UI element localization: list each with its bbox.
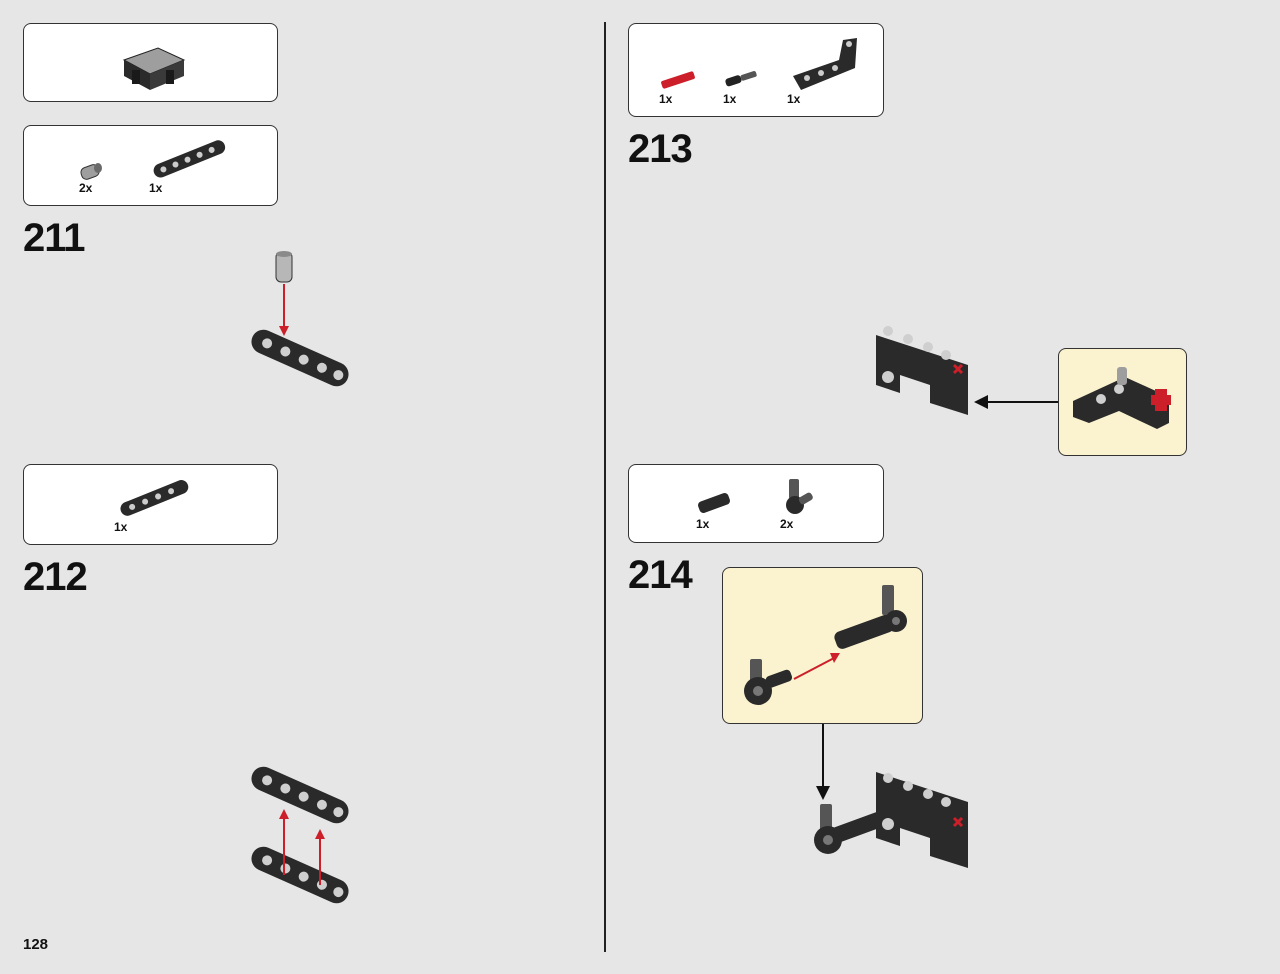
step-211-assembly (251, 251, 349, 387)
step-212-assembly (251, 766, 349, 904)
axle-pin-grey-icon (80, 163, 102, 180)
step-214-callout (722, 567, 923, 724)
sub-assembly-icon (1073, 367, 1171, 429)
part-qty: 2x (780, 517, 794, 531)
part-qty: 1x (787, 92, 801, 106)
step-214-assembly (814, 772, 968, 868)
step-number-214: 214 (628, 553, 693, 597)
liftarm-7-dark-icon (153, 140, 226, 178)
part-qty: 1x (659, 92, 673, 106)
axle-connector-dark-icon (698, 493, 730, 513)
callout-arrow (816, 724, 830, 800)
step-211-parts-box: 2x 1x (23, 125, 278, 206)
step-213-assembly (876, 326, 968, 415)
axle-red-icon (661, 71, 695, 89)
step-number-213: 213 (628, 127, 693, 171)
axle-pin-black-icon (725, 71, 757, 87)
page-number: 128 (23, 936, 49, 953)
page-divider (604, 22, 606, 952)
callout-arrow (974, 395, 1060, 409)
step-213-callout (1058, 348, 1187, 456)
angle-connector-dark-icon (786, 479, 813, 514)
step-number-212: 212 (23, 555, 88, 599)
part-qty: 1x (723, 92, 737, 106)
step-214-parts-box: 1x 2x (628, 464, 884, 543)
assembled-submodel-preview-icon (122, 47, 186, 90)
sub-assembly-icon (744, 585, 907, 705)
liftarm-5-dark-icon (120, 480, 189, 516)
part-qty: 2x (79, 181, 93, 195)
l-liftarm-dark-icon (793, 38, 857, 90)
submodel-preview-box (23, 23, 278, 102)
step-213-parts-box: 1x 1x 1x (628, 23, 884, 117)
part-qty: 1x (114, 520, 128, 534)
step-number-211: 211 (23, 216, 86, 260)
part-qty: 1x (696, 517, 710, 531)
part-qty: 1x (149, 181, 163, 195)
step-212-parts-box: 1x (23, 464, 278, 545)
